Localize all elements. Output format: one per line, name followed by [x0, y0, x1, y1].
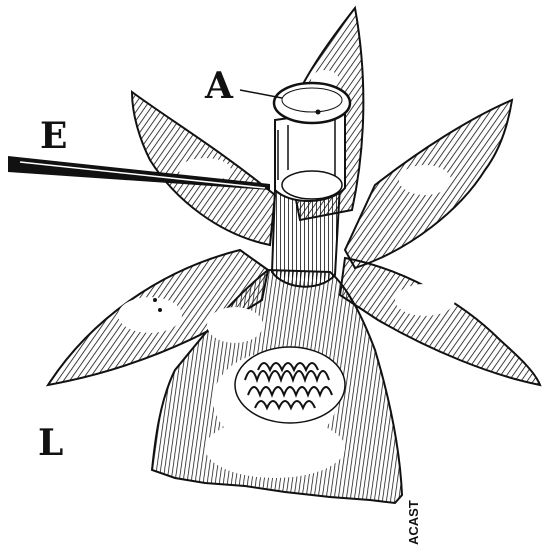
- engraver-signature: ACAST: [406, 500, 421, 545]
- lip-crest: [235, 347, 345, 423]
- anther-cap: [274, 83, 350, 123]
- label-a-leader: [240, 90, 282, 98]
- label-a: A: [204, 65, 234, 107]
- upper-right-petal: [345, 100, 512, 268]
- column: [272, 110, 345, 287]
- label-l: L: [38, 422, 63, 464]
- label-e: E: [40, 115, 67, 157]
- upper-left-petal: [132, 92, 275, 245]
